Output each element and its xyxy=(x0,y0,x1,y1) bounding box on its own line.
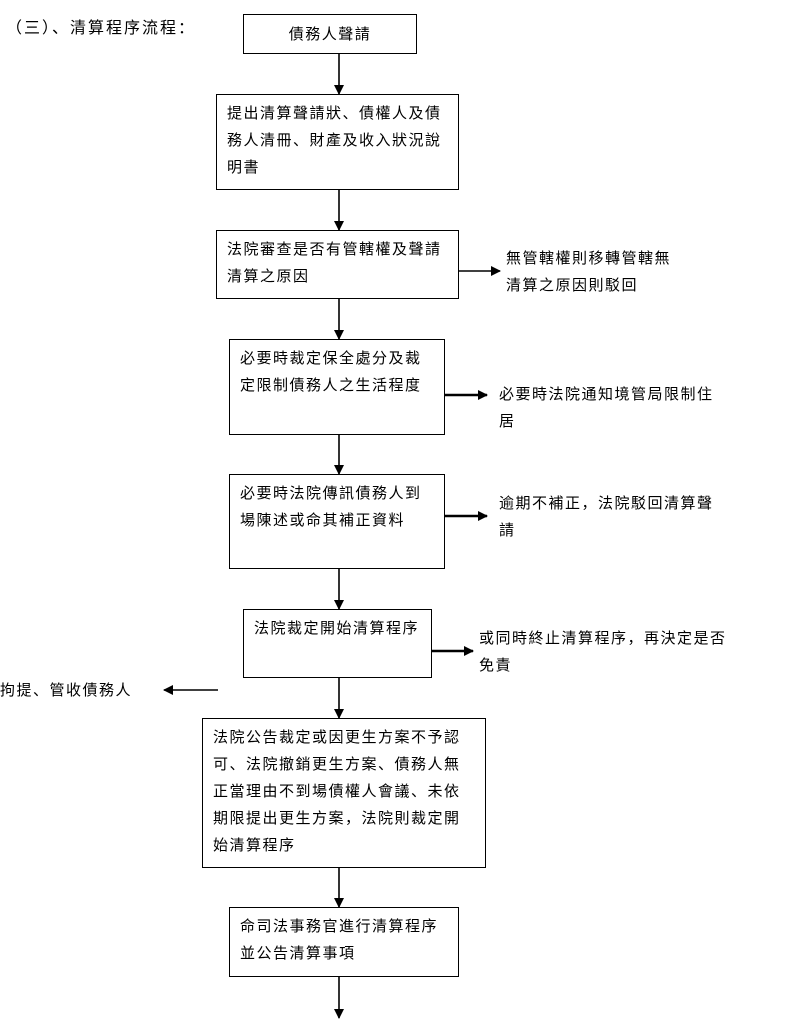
step-debtor-application: 債務人聲請 xyxy=(243,14,417,54)
step-court-summons: 必要時法院傳訊債務人到場陳述或命其補正資料 xyxy=(229,474,445,569)
side-note-detention: 拘提、管收債務人 xyxy=(0,681,133,699)
side-note-jurisdiction: 無管轄權則移轉管轄無清算之原因則駁回 xyxy=(506,249,672,294)
side-note-terminate: 或同時終止清算程序，再決定是否免責 xyxy=(479,629,727,674)
step-court-review: 法院審查是否有管轄權及聲請清算之原因 xyxy=(216,230,459,299)
flowchart-title: （三）、清算程序流程： xyxy=(6,18,197,37)
side-note-residence-restriction: 必要時法院通知境管局限制住居 xyxy=(499,385,714,430)
step-submit-documents: 提出清算聲請狀、債權人及債務人清冊、財產及收入狀況說明書 xyxy=(216,94,459,190)
step-court-announcement: 法院公告裁定或因更生方案不予認可、法院撤銷更生方案、債務人無正當理由不到場債權人… xyxy=(202,718,486,868)
step-preservation-order: 必要時裁定保全處分及裁定限制債務人之生活程度 xyxy=(229,339,445,435)
side-note-dismissal: 逾期不補正，法院駁回清算聲請 xyxy=(499,494,714,539)
step-judicial-officer: 命司法事務官進行清算程序並公告清算事項 xyxy=(229,907,459,977)
step-commence-liquidation: 法院裁定開始清算程序 xyxy=(243,609,432,678)
